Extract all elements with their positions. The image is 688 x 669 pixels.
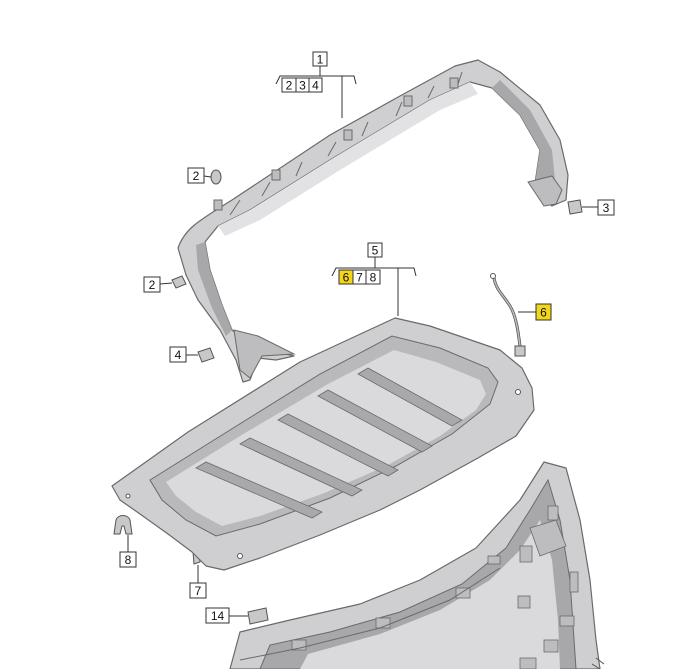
svg-text:8: 8 xyxy=(125,553,132,567)
callout-7-clip: 7 xyxy=(189,582,207,599)
clip-part-3 xyxy=(567,199,583,215)
callout-4-lower-clip: 4 xyxy=(169,346,187,363)
svg-text:4: 4 xyxy=(175,348,182,362)
callout-3-group1: 3 xyxy=(295,77,310,93)
callout-2-upper-clip: 2 xyxy=(187,167,205,184)
callout-2-lower-clip: 2 xyxy=(143,276,161,293)
svg-text:2: 2 xyxy=(286,79,293,93)
callout-1: 1 xyxy=(312,51,328,67)
clip-part-14 xyxy=(247,607,269,625)
svg-text:3: 3 xyxy=(603,201,610,215)
upper-trim-frame xyxy=(177,59,569,383)
clip-part-2-upper xyxy=(210,169,222,185)
clip-part-4 xyxy=(197,347,215,363)
svg-text:1: 1 xyxy=(317,53,324,67)
callout-8-clip: 8 xyxy=(119,551,137,568)
callout-14: 14 xyxy=(205,607,230,624)
svg-text:5: 5 xyxy=(372,244,379,258)
svg-text:8: 8 xyxy=(370,271,377,285)
svg-text:6: 6 xyxy=(343,271,350,285)
svg-text:2: 2 xyxy=(149,278,156,292)
svg-text:2: 2 xyxy=(193,169,200,183)
callout-5: 5 xyxy=(367,242,383,258)
callout-3-right-clip: 3 xyxy=(597,199,615,216)
svg-text:6: 6 xyxy=(540,306,547,320)
callout-6-strap: 6 xyxy=(535,303,552,321)
callout-2-group1: 2 xyxy=(281,77,297,93)
callout-4-group1: 4 xyxy=(308,77,323,93)
clip-part-8 xyxy=(113,515,133,535)
svg-text:7: 7 xyxy=(195,584,202,598)
svg-text:4: 4 xyxy=(312,79,319,93)
parcel-shelf xyxy=(111,317,535,571)
tailgate-inner-panel xyxy=(229,461,605,669)
svg-text:14: 14 xyxy=(211,609,225,623)
svg-text:7: 7 xyxy=(356,271,363,285)
retaining-strap xyxy=(490,273,526,357)
callout-7-group5: 7 xyxy=(352,269,367,285)
callout-8-group5: 8 xyxy=(365,269,381,285)
leader-lines xyxy=(127,66,598,617)
callout-6-group5: 6 xyxy=(338,269,354,285)
svg-text:3: 3 xyxy=(299,79,306,93)
clip-part-2-lower xyxy=(171,275,187,289)
fastener-clips xyxy=(113,169,583,625)
